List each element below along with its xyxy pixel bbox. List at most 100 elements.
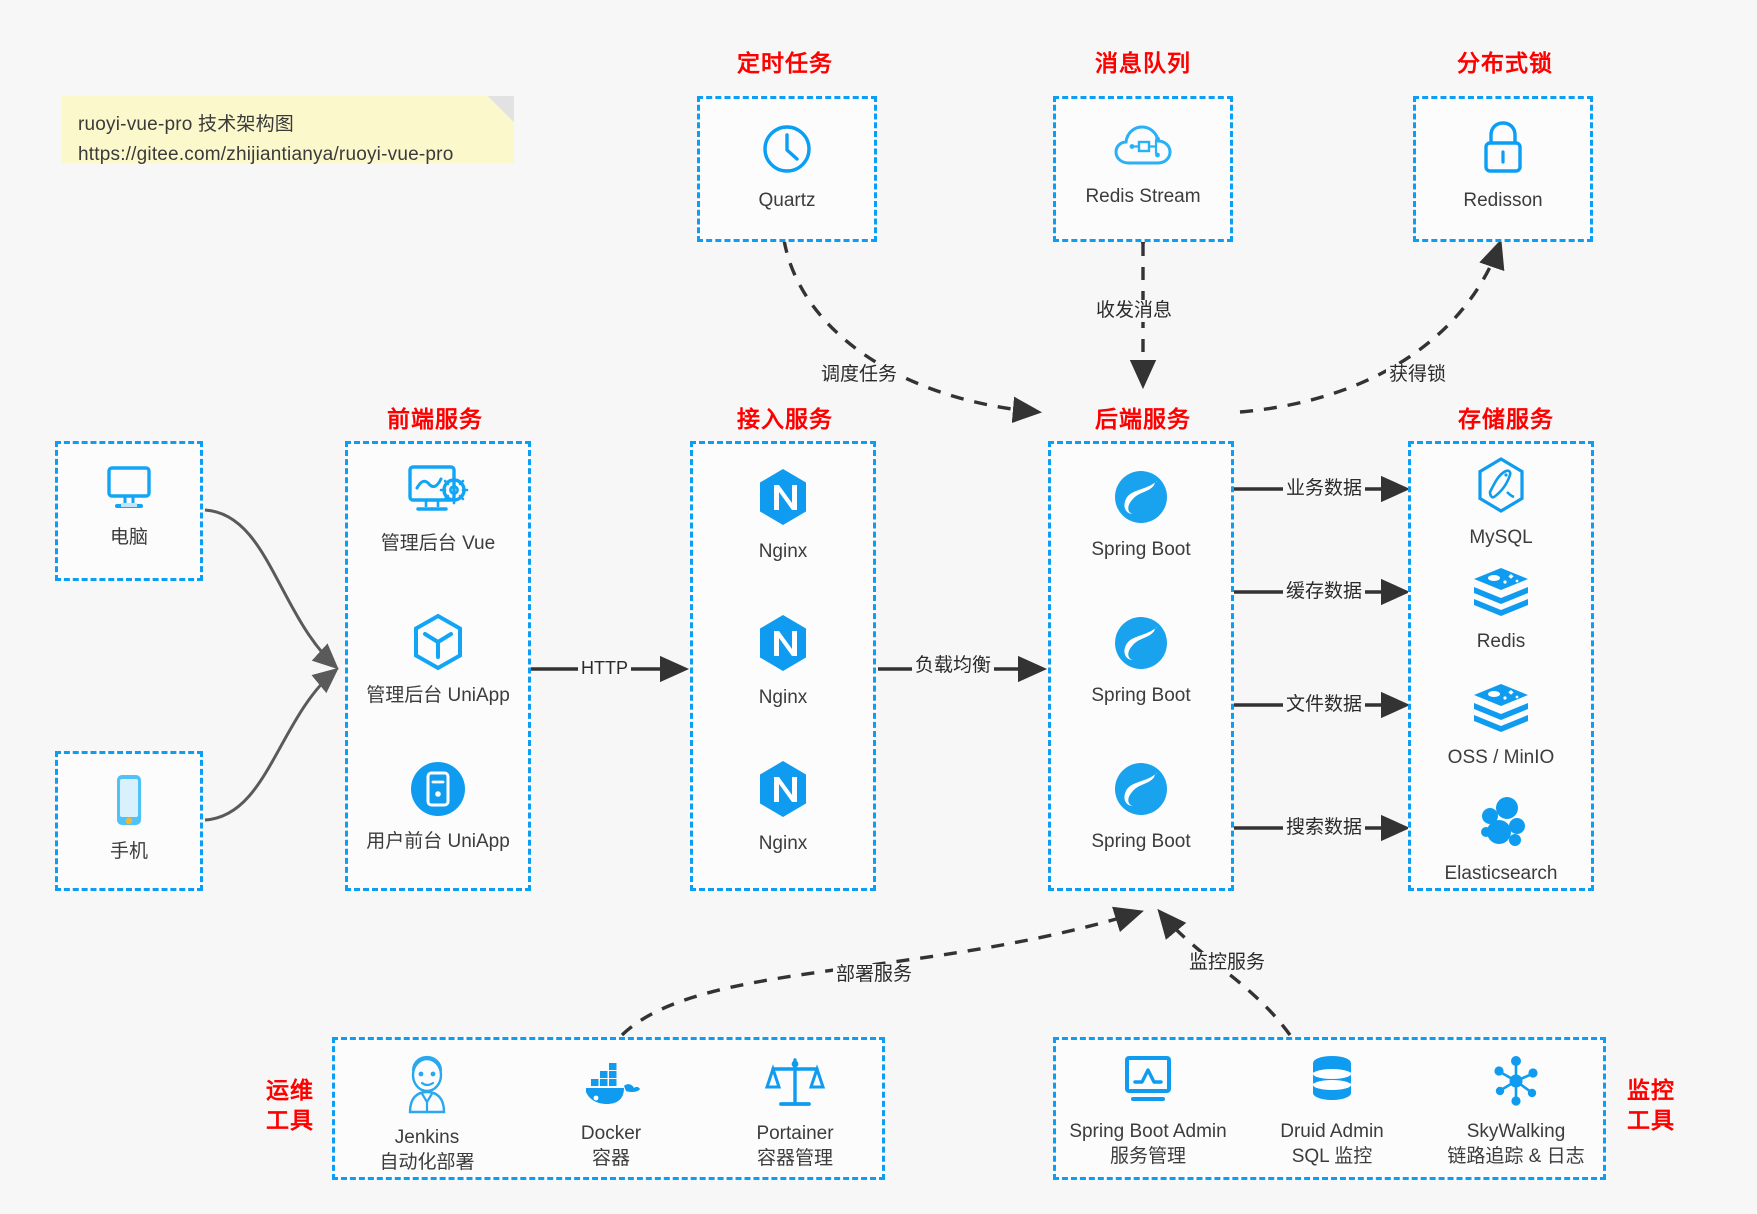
node-label: Redis Stream xyxy=(1085,186,1201,207)
node-spring-boot-admin[interactable]: Spring Boot Admin 服务管理 xyxy=(1056,1054,1240,1169)
node-sublabel: 自动化部署 xyxy=(379,1152,475,1173)
node-label: MySQL xyxy=(1469,527,1533,548)
group-title-lock: 分布式锁 xyxy=(1457,50,1553,76)
group-box-monitor: Spring Boot Admin 服务管理 Druid Admin SQL 监… xyxy=(1053,1037,1606,1180)
group-title-scheduler: 定时任务 xyxy=(737,50,833,76)
node-label: Spring Boot xyxy=(1091,831,1191,852)
node-sublabel: 容器管理 xyxy=(756,1148,833,1169)
node-label: 手机 xyxy=(109,841,148,862)
node-label: 电脑 xyxy=(109,527,148,548)
node-label: 管理后台 Vue xyxy=(380,533,496,554)
node-phone[interactable]: 手机 xyxy=(58,772,200,864)
node-label: 管理后台 UniApp xyxy=(366,685,510,706)
node-label: Nginx xyxy=(758,833,808,854)
node-sublabel: 容器 xyxy=(591,1148,630,1169)
node-label: OSS / MinIO xyxy=(1447,747,1555,768)
group-title-backend: 后端服务 xyxy=(1095,406,1191,432)
edge-label-deploy-service: 部署服务 xyxy=(833,964,916,986)
nginx-icon xyxy=(693,466,873,533)
jenkins-icon xyxy=(335,1054,519,1119)
skywalking-icon xyxy=(1424,1054,1608,1113)
mysql-icon xyxy=(1411,456,1591,519)
redis-icon xyxy=(1411,566,1591,623)
node-jenkins[interactable]: Jenkins 自动化部署 xyxy=(335,1054,519,1175)
node-mysql[interactable]: MySQL xyxy=(1411,456,1591,550)
node-label: Spring Boot xyxy=(1091,685,1191,706)
group-title-gateway: 接入服务 xyxy=(737,406,833,432)
group-box-devops: Jenkins 自动化部署 Docker 容器 xyxy=(332,1037,885,1180)
node-label: Redisson xyxy=(1463,190,1543,211)
database-icon xyxy=(1240,1054,1424,1113)
node-label: Nginx xyxy=(758,687,808,708)
edge-label-file-data: 文件数据 xyxy=(1283,694,1366,716)
group-title-devops: 运维 工具 xyxy=(258,1075,322,1135)
nginx-icon xyxy=(693,758,873,825)
node-label: 用户前台 UniApp xyxy=(366,831,510,852)
cloud-network-icon xyxy=(1056,121,1230,178)
group-title-frontend: 前端服务 xyxy=(387,406,483,432)
node-druid-admin[interactable]: Druid Admin SQL 监控 xyxy=(1240,1054,1424,1169)
node-admin-vue[interactable]: 管理后台 Vue xyxy=(348,462,528,556)
edge-label-acquire-lock: 获得锁 xyxy=(1386,364,1450,386)
diagram-note: ruoyi-vue-pro 技术架构图 https://gitee.com/zh… xyxy=(62,96,514,165)
edge-label-load-balance: 负载均衡 xyxy=(912,655,995,677)
node-redis-stream[interactable]: Redis Stream xyxy=(1056,121,1230,209)
docker-icon xyxy=(519,1058,703,1115)
node-spring-boot-2[interactable]: Spring Boot xyxy=(1051,614,1231,708)
edge-label-monitor-service: 监控服务 xyxy=(1186,952,1269,974)
node-elasticsearch[interactable]: Elasticsearch xyxy=(1411,794,1591,886)
nginx-icon xyxy=(693,612,873,679)
lock-icon xyxy=(1416,119,1590,182)
note-line-2: https://gitee.com/zhijiantianya/ruoyi-vu… xyxy=(78,144,454,165)
node-user-uniapp[interactable]: 用户前台 UniApp xyxy=(348,760,528,854)
clock-icon xyxy=(700,121,874,182)
edge-label-send-receive-message: 收发消息 xyxy=(1093,300,1176,322)
node-sublabel: SQL 监控 xyxy=(1291,1146,1373,1167)
node-label: Portainer xyxy=(756,1123,834,1144)
group-box-storage: MySQL Redis xyxy=(1408,441,1594,891)
node-redisson[interactable]: Redisson xyxy=(1416,119,1590,213)
dashboard-gear-icon xyxy=(348,462,528,525)
group-title-storage: 存储服务 xyxy=(1458,406,1554,432)
group-box-gateway: Nginx Nginx Nginx xyxy=(690,441,876,891)
node-nginx-3[interactable]: Nginx xyxy=(693,758,873,856)
note-line-1: ruoyi-vue-pro 技术架构图 xyxy=(78,114,295,135)
group-box-scheduler: Quartz xyxy=(697,96,877,242)
node-label: Elasticsearch xyxy=(1444,863,1558,884)
node-oss-minio[interactable]: OSS / MinIO xyxy=(1411,682,1591,770)
monitor-chart-icon xyxy=(1056,1054,1240,1113)
group-title-monitor-line1: 监控 xyxy=(1627,1077,1675,1103)
monitor-icon xyxy=(58,462,200,519)
node-nginx-1[interactable]: Nginx xyxy=(693,466,873,564)
edge-label-cache-data: 缓存数据 xyxy=(1283,581,1366,603)
group-title-monitor-line2: 工具 xyxy=(1627,1107,1675,1133)
node-spring-boot-1[interactable]: Spring Boot xyxy=(1051,468,1231,562)
group-box-mq: Redis Stream xyxy=(1053,96,1233,242)
node-label: Jenkins xyxy=(394,1127,460,1148)
elasticsearch-icon xyxy=(1411,794,1591,855)
group-title-devops-line1: 运维 xyxy=(266,1077,314,1103)
oss-icon xyxy=(1411,682,1591,739)
group-title-monitor: 监控 工具 xyxy=(1619,1075,1683,1135)
uniapp-hex-icon xyxy=(348,612,528,677)
node-quartz[interactable]: Quartz xyxy=(700,121,874,213)
group-box-frontend: 管理后台 Vue 管理后台 UniApp 用户前台 UniApp xyxy=(345,441,531,891)
node-docker[interactable]: Docker 容器 xyxy=(519,1058,703,1171)
group-box-phone: 手机 xyxy=(55,751,203,891)
node-nginx-2[interactable]: Nginx xyxy=(693,612,873,710)
portainer-icon xyxy=(703,1054,887,1115)
node-redis[interactable]: Redis xyxy=(1411,566,1591,654)
node-portainer[interactable]: Portainer 容器管理 xyxy=(703,1054,887,1171)
node-computer[interactable]: 电脑 xyxy=(58,462,200,550)
group-box-computer: 电脑 xyxy=(55,441,203,581)
node-spring-boot-3[interactable]: Spring Boot xyxy=(1051,760,1231,854)
node-label: Redis xyxy=(1476,631,1526,652)
node-admin-uniapp[interactable]: 管理后台 UniApp xyxy=(348,612,528,708)
spring-boot-icon xyxy=(1051,468,1231,531)
node-skywalking[interactable]: SkyWalking 链路追踪 & 日志 xyxy=(1424,1054,1608,1169)
spring-boot-icon xyxy=(1051,614,1231,677)
group-title-mq: 消息队列 xyxy=(1095,50,1191,76)
uniapp-circle-icon xyxy=(348,760,528,823)
note-fold-corner xyxy=(488,96,514,122)
group-title-devops-line2: 工具 xyxy=(266,1107,314,1133)
